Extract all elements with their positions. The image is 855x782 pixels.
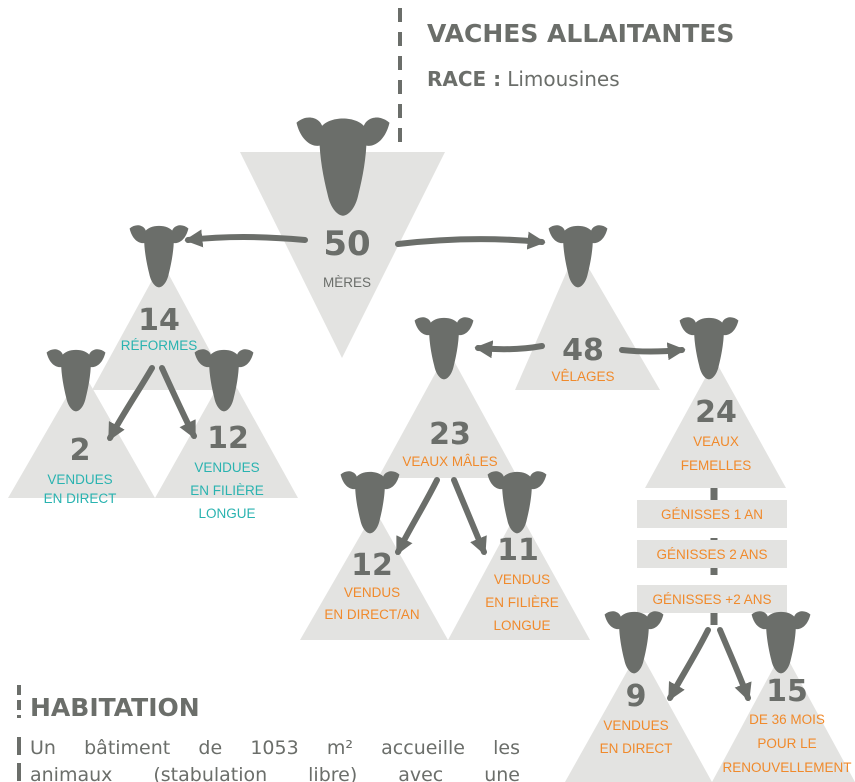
reformes-filiere-line2: EN FILIÈRE — [190, 483, 264, 498]
meres-value: 50 — [323, 224, 370, 264]
males-filiere-value: 11 — [497, 533, 539, 568]
reformes-direct-triangle — [8, 370, 155, 498]
veaux-femelles-line1: VEAUX — [693, 434, 739, 449]
paragraph-bar — [17, 737, 21, 755]
arrow-to-veaux-males — [474, 340, 545, 359]
femelles-direct-line1: VENDUES — [603, 718, 668, 733]
males-filiere-line1: VENDUS — [494, 572, 550, 587]
race-label: RACE : — [427, 67, 501, 91]
males-filiere-line3: LONGUE — [493, 618, 550, 633]
arrow-to-renouvellement — [717, 627, 752, 702]
renouvellement-triangle — [712, 650, 855, 782]
veaux-males-triangle — [378, 350, 518, 478]
genisses-3: GÉNISSES +2 ANS — [653, 592, 772, 607]
reformes-label: RÉFORMES — [121, 338, 198, 353]
cow-icon — [548, 225, 608, 288]
cow-icon — [414, 317, 474, 380]
femelles-direct-line2: EN DIRECT — [600, 741, 673, 756]
arrow-to-femelles-direct — [667, 627, 711, 702]
habitation-paragraph: Un bâtiment de 1053 m² accueille les anim… — [30, 735, 520, 782]
males-filiere-triangle — [448, 510, 590, 640]
femelles-direct-value: 9 — [626, 679, 647, 714]
reformes-direct-value: 2 — [70, 433, 91, 468]
reformes-filiere-line3: LONGUE — [198, 506, 255, 521]
genisses-3-box — [637, 585, 787, 613]
renouvellement-line1: DE 36 MOIS — [749, 712, 825, 727]
veaux-femelles-line2: FEMELLES — [681, 458, 752, 473]
cow-icon — [679, 317, 739, 380]
meres-triangle — [240, 152, 445, 358]
header-title: VACHES ALLAITANTES — [427, 19, 734, 48]
reformes-filiere-value: 12 — [207, 421, 249, 456]
race-value: Limousines — [507, 67, 619, 91]
genisses-2-box — [637, 540, 787, 568]
femelles-direct-triangle — [565, 650, 712, 782]
veaux-males-value: 23 — [429, 417, 471, 452]
arrow-to-reformes-filiere — [159, 365, 197, 440]
renouvellement-line3: RENOUVELLEMENT — [722, 760, 851, 775]
genisses-1: GÉNISSES 1 AN — [661, 507, 763, 522]
velages-label: VÊLAGES — [551, 369, 614, 384]
arrow-to-males-direct — [395, 477, 440, 556]
males-direct-line2: EN DIRECT/AN — [324, 607, 419, 622]
race-line: RACE :Limousines — [427, 67, 620, 91]
cow-icon — [129, 225, 189, 288]
renouvellement-value: 15 — [766, 674, 808, 709]
arrow-to-males-filiere — [451, 477, 487, 556]
cow-icon — [751, 611, 811, 674]
males-direct-value: 12 — [351, 548, 393, 583]
veaux-males-label: VEAUX MÂLES — [402, 454, 497, 469]
reformes-direct-line2: EN DIRECT — [44, 491, 117, 506]
males-direct-line1: VENDUS — [344, 585, 400, 600]
genisses-1-box — [637, 500, 787, 528]
males-direct-triangle — [300, 510, 448, 640]
cow-icon — [487, 471, 547, 534]
arrow-to-reformes — [184, 229, 308, 248]
males-filiere-line2: EN FILIÈRE — [485, 595, 559, 610]
arrow-to-velages — [395, 231, 546, 250]
genisses-2: GÉNISSES 2 ANS — [656, 547, 767, 562]
reformes-value: 14 — [138, 303, 180, 338]
veaux-femelles-value: 24 — [695, 395, 737, 430]
habitation-line2: animaux (stabulation libre) avec une — [30, 764, 520, 782]
meres-label: MÈRES — [323, 275, 371, 290]
cow-icon — [340, 471, 400, 534]
reformes-filiere-triangle — [155, 370, 298, 498]
arrow-to-reformes-direct — [107, 365, 155, 442]
reformes-direct-line1: VENDUES — [47, 472, 112, 487]
paragraph-bar — [17, 763, 21, 781]
cow-icon — [604, 611, 664, 674]
reformes-filiere-line1: VENDUES — [194, 460, 259, 475]
veaux-femelles-triangle — [645, 360, 786, 488]
velages-value: 48 — [562, 333, 604, 368]
habitation-line1: Un bâtiment de 1053 m² accueille les — [30, 737, 520, 759]
arrow-to-veaux-femelles — [619, 342, 686, 361]
renouvellement-line2: POUR LE — [757, 736, 816, 751]
reformes-triangle — [92, 262, 231, 390]
habitation-title: HABITATION — [30, 693, 200, 722]
velages-triangle — [515, 248, 660, 390]
